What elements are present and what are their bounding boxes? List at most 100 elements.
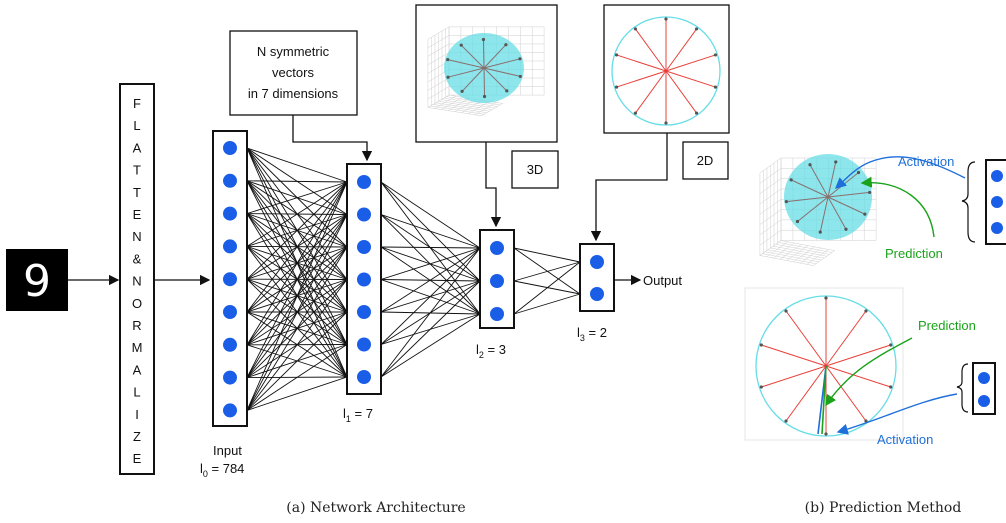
vector-tip [784,199,788,204]
connection-line [380,313,481,378]
arrow-annotation-to-l1 [292,115,373,162]
l3-layer-size: l3 = 2 [577,325,607,343]
vector-tip [824,432,828,436]
neuron-node [223,305,237,319]
vector-ray [825,344,891,367]
vector-tip [694,27,699,31]
output-label: Output [643,273,682,288]
vector-tip [784,419,788,423]
neuron-node [223,337,237,352]
caption-b: (b) Prediction Method [805,500,962,516]
node-3d-3 [991,222,1003,234]
vector-ray [761,365,827,388]
connection-line [513,247,581,263]
vector-tip [784,309,788,313]
neuron-node [490,241,504,255]
connection-line [380,247,481,345]
connection-line [513,261,581,282]
vector-tip [460,89,464,93]
circle-2d-thumbnail [603,4,730,134]
connection-line [380,247,481,313]
vector-ray [827,161,837,198]
connection-line [246,180,348,183]
vector-ray [616,54,667,72]
sphere-3d-thumbnail [415,4,558,143]
activation-arrow-3d [834,156,966,189]
vector-ray [797,196,829,222]
neuron-node [490,274,504,288]
neuron-node [590,287,604,301]
flatten-letter: E [133,451,142,466]
connection-line [246,311,348,411]
neuron-node [223,173,237,188]
vector-ray [819,196,829,233]
connection-line [246,181,348,247]
digit-glyph: 9 [23,256,51,307]
vector-tip [863,212,867,216]
flatten-letter: A [133,140,142,155]
neuron-node [490,307,504,321]
connection-line [380,214,481,249]
connection-line [246,214,348,411]
vector-tip [614,85,619,89]
vector-tip [759,343,763,347]
prediction-label-3d: Prediction [885,246,943,261]
flatten-letter: E [133,207,142,222]
flatten-letter: T [133,163,141,178]
vector-tip [664,17,668,21]
flatten-letter: L [133,118,140,133]
tag-3d: 3D [527,162,544,177]
vector-tip [664,121,668,125]
flatten-letter: N [132,274,141,289]
neuron-node [357,337,371,352]
flatten-letter: M [132,340,143,355]
vector-tip [808,163,812,167]
connection-line [246,181,348,346]
vector-tip [864,309,868,313]
vector-tip [795,219,800,224]
layer-connections [246,147,581,411]
prediction-3d-view [759,154,877,266]
vector-tip [713,85,718,89]
vector-ray [827,191,870,198]
neuron-node [223,239,237,254]
neuron-node [223,272,237,287]
flatten-normalize-box [119,83,155,475]
connection-line [246,181,348,378]
neuron-node [223,206,237,221]
annotation-line-3: in 7 dimensions [248,86,339,101]
vector-ray [483,44,507,69]
flatten-letter: O [132,296,142,311]
vector-tip [868,190,872,195]
tag-2d-box [682,141,729,180]
vector-tip [633,111,638,115]
vector-ray [483,67,486,97]
vector-ray [460,44,485,69]
flatten-letter: F [133,96,141,111]
connection-line [246,344,348,411]
vector-ray [825,365,891,388]
vector-ray [635,28,667,72]
layer-nodes [223,141,604,418]
annotation-line-2: vectors [272,65,314,80]
node-2d-2 [978,395,990,407]
activation-arrow-2d [836,393,958,435]
vector-tip [505,89,509,93]
brace-3d [961,161,976,243]
vector-ray [665,70,697,114]
flatten-letter: Z [133,429,141,444]
connection-line [380,247,481,378]
connection-line [513,261,581,315]
connection-line [246,181,348,313]
flatten-letter: R [132,318,141,333]
vector-ray [809,164,829,198]
activation-label-2d: Activation [877,432,933,447]
annotation-box: N symmetric vectors in 7 dimensions [229,30,358,116]
prediction-arrow-2d [825,337,913,407]
neuron-node [357,175,371,189]
vector-tip [446,75,450,79]
neuron-node [357,240,371,254]
arrow-3d-to-l2 [485,142,502,228]
